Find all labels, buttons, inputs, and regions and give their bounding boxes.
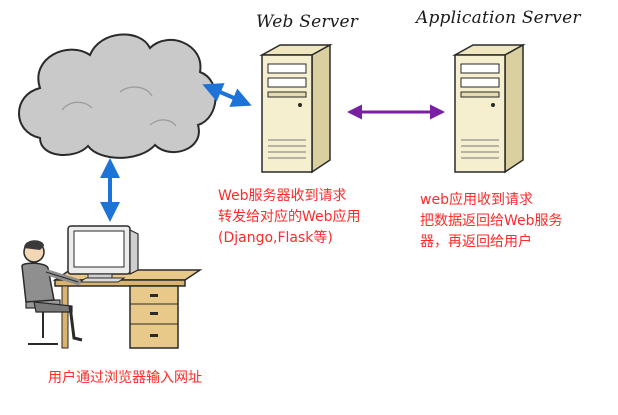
web-server-note: Web服务器收到请求 转发给对应的Web应用 (Django,Flask等) [218,188,361,246]
arrow-cloud-web [202,83,252,107]
web-server-title: Web Server [256,12,359,32]
application-note: web应用收到请求 把数据返回给Web服务 器，再返回给用户 [420,192,563,250]
user-at-computer-icon [21,225,203,349]
application-server-title: Application Server [416,8,581,28]
cloud-icon [18,33,217,159]
application-server-icon [452,43,526,174]
user-note: 用户通过浏览器输入网址 [48,370,202,386]
web-server-icon [259,43,333,174]
